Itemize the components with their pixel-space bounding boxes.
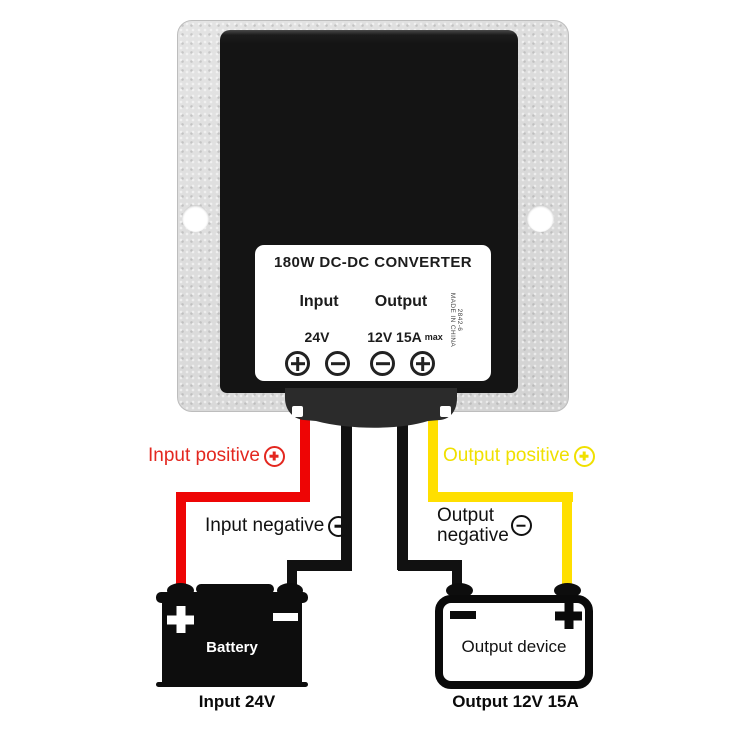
output-positive-label: Output positive [443,445,595,467]
screw-terminal-input-positive-icon [285,351,310,376]
output-device-positive-terminal [554,583,581,598]
battery-plus-icon [167,606,194,633]
wire-segment [176,492,186,588]
plus-circle-icon [263,445,285,467]
battery-base-line [156,682,308,687]
output-negative-line2: negative [437,525,509,546]
output-rating-max: max [424,332,443,342]
output-negative-label-text: Output negative [437,506,509,546]
wire-segment [562,492,572,588]
connector-notch-left-icon [292,406,303,417]
wire-segment [300,410,310,500]
battery-label: Battery [206,639,258,656]
minus-circle-icon [328,515,350,537]
input-heading: Input [299,293,339,310]
output-rating-value: 12V 15A [367,329,422,345]
wire-segment [341,412,352,570]
input-caption: Input 24V [198,692,276,711]
output-heading: Output [374,293,428,310]
output-positive-label-text: Output positive [443,445,570,466]
output-device-box [435,595,593,689]
screw-terminal-output-negative-icon [370,351,395,376]
battery-lid [156,592,308,603]
wire-segment [287,560,297,590]
input-rating: 24V [304,329,330,345]
label-side-text: 2842-6 MADE IN CHINA [449,291,463,349]
wire-connector [285,388,457,428]
wire-segment [452,560,462,590]
minus-circle-icon [510,515,532,536]
output-negative-line1: Output [437,505,495,526]
mounting-hole-left-icon [182,205,209,232]
battery-cap-bar [196,584,274,594]
output-device-negative-terminal [446,583,473,598]
input-negative-label-text: Input negative [205,515,325,536]
connector-notch-right-icon [440,406,451,417]
output-device-label: Output device [461,637,567,656]
wire-segment [428,410,438,502]
label-side-code: 2842-6 [456,308,463,332]
output-device-plus-icon [555,602,582,629]
input-positive-label-text: Input positive [148,445,260,466]
converter-label: 180W DC-DC CONVERTER Input Output 24V 12… [255,245,491,381]
plus-circle-icon [573,445,595,467]
output-device-minus-icon [450,611,476,619]
converter-title: 180W DC-DC CONVERTER [273,254,473,271]
label-side-origin: MADE IN CHINA [449,292,456,348]
input-negative-label: Input negative [205,515,350,537]
output-negative-label: Output negative [437,506,532,546]
wire-segment [397,412,408,570]
screw-terminal-input-negative-icon [325,351,350,376]
screw-terminal-output-positive-icon [410,351,435,376]
wire-segment [176,492,310,502]
wire-segment [428,492,573,502]
output-caption: Output 12V 15A [452,692,579,711]
input-positive-label: Input positive [148,445,285,467]
wire-segment [287,560,352,571]
wire-segment [398,560,462,571]
battery-minus-icon [273,613,298,621]
mounting-hole-right-icon [527,205,554,232]
